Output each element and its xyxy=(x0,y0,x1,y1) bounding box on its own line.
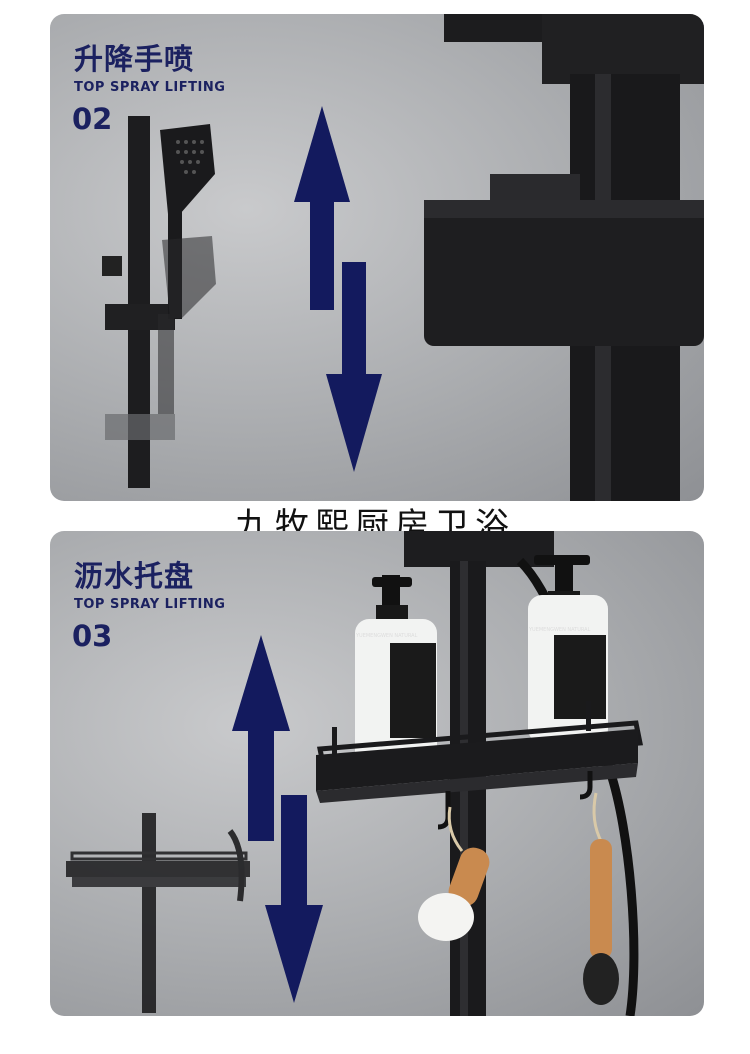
drain-tray-illustration: YUEMENGWEN NATURAL YUEMENGWEN NATURAL xyxy=(66,531,644,1016)
hand-shower-lower xyxy=(158,236,216,414)
mixer-knob xyxy=(490,174,580,204)
slider-holder-ghost xyxy=(105,414,175,440)
bottle-left: YUEMENGWEN NATURAL xyxy=(355,575,437,769)
face-brush xyxy=(418,806,490,941)
section-title: 升降手喷 xyxy=(74,42,195,76)
upper-block xyxy=(542,14,704,84)
small-rack xyxy=(66,813,250,1013)
arrow-down-icon xyxy=(326,262,382,472)
section-subtitle: TOP SPRAY LIFTING xyxy=(74,80,226,95)
drain-tray xyxy=(316,701,644,803)
hook-left xyxy=(437,791,451,830)
arrow-down-icon xyxy=(265,795,323,1003)
section-title: 沥水托盘 xyxy=(74,559,195,593)
lifting-spray-illustration xyxy=(102,14,704,501)
mixer-block xyxy=(424,200,704,346)
long-brush xyxy=(583,792,619,1005)
slide-bar xyxy=(128,116,150,488)
section-subtitle: TOP SPRAY LIFTING xyxy=(74,597,226,612)
top-bracket xyxy=(444,14,554,42)
arrow-up-icon xyxy=(294,106,350,310)
mixer-top-edge xyxy=(424,200,704,218)
bottle-right-label: YUEMENGWEN NATURAL xyxy=(528,627,591,633)
bottle-left-label: YUEMENGWEN NATURAL xyxy=(355,633,418,639)
section-number: 03 xyxy=(72,619,113,653)
arrow-up-icon xyxy=(232,635,290,841)
drain-tray-panel: YUEMENGWEN NATURAL YUEMENGWEN NATURAL xyxy=(50,531,704,1016)
hook-right xyxy=(579,771,593,800)
small-knob xyxy=(102,256,122,276)
section-number: 02 xyxy=(72,102,113,136)
lifting-spray-panel: 升降手喷 TOP SPRAY LIFTING 02 xyxy=(50,14,704,501)
